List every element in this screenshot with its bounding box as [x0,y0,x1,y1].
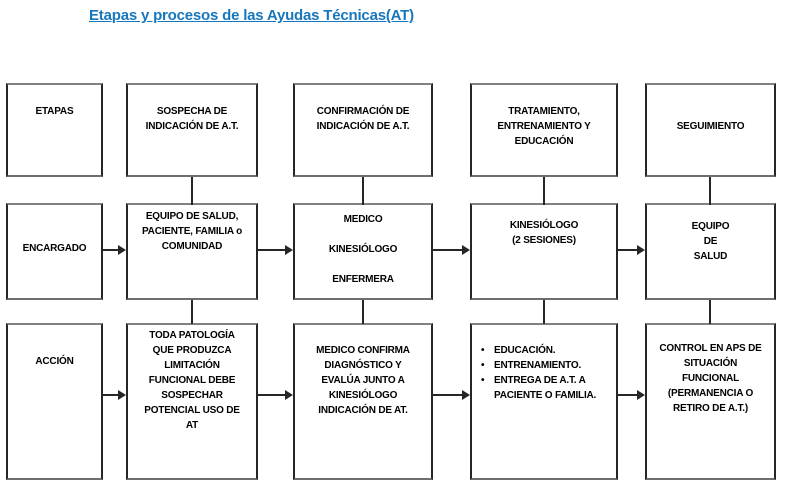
row-label-box-encargado: ENCARGADO [6,203,103,300]
list-item: EDUCACIÓN. [481,343,612,358]
header-box-confirmacion: CONFIRMACIÓN DE INDICACIÓN DE A.T. [293,83,433,177]
bullet-icon [481,373,494,388]
arrow-right-icon [103,245,126,255]
list-item-text: ENTREGA DE A.T. A PACIENTE O FAMILIA. [494,375,597,401]
action-treatment-list: EDUCACIÓN. ENTRENAMIENTO. ENTREGA DE A.T… [472,343,616,403]
encargado-box-seguimiento: EQUIPO DE SALUD [645,203,776,300]
connector-encargado-accion-tratamiento [543,300,545,324]
list-item-text: EDUCACIÓN. [494,345,556,356]
encargado-box-sospecha: EQUIPO DE SALUD, PACIENTE, FAMILIA o COM… [126,203,258,300]
accion-box-seguimiento: CONTROL EN APS DE SITUACIÓN FUNCIONAL (P… [645,323,776,480]
connector-header-seguimiento [709,177,711,205]
header-box-seguimiento: SEGUIMIENTO [645,83,776,177]
arrow-right-icon [258,390,293,400]
arrow-right-icon [258,245,293,255]
connector-encargado-accion-sospecha [191,300,193,324]
connector-header-sospecha [191,177,193,205]
header-box-etapas: ETAPAS [6,83,103,177]
row-label-box-accion: ACCIÓN [6,323,103,480]
accion-box-tratamiento: EDUCACIÓN. ENTRENAMIENTO. ENTREGA DE A.T… [470,323,618,480]
list-item: ENTRENAMIENTO. [481,358,612,373]
header-label-confirmacion: CONFIRMACIÓN DE INDICACIÓN DE A.T. [316,106,410,132]
connector-encargado-accion-seguimiento [709,300,711,324]
row-label-encargado: ENCARGADO [22,243,87,254]
encargado-text-sospecha: EQUIPO DE SALUD, PACIENTE, FAMILIA o COM… [141,211,243,252]
header-label-seguimiento: SEGUIMIENTO [676,121,745,132]
connector-header-confirmacion [362,177,364,205]
connector-header-tratamiento [543,177,545,205]
encargado-box-confirmacion: MEDICO KINESIÓLOGO ENFERMERA [293,203,433,300]
arrow-right-icon [103,390,126,400]
row-label-accion: ACCIÓN [35,356,74,367]
encargado-text-tratamiento: KINESIÓLOGO (2 SESIONES) [509,220,579,246]
list-item-text: ENTRENAMIENTO. [494,360,582,371]
header-box-tratamiento: TRATAMIENTO, ENTRENAMIENTO Y EDUCACIÓN [470,83,618,177]
diagram-title: Etapas y procesos de las Ayudas Técnicas… [89,7,414,24]
accion-box-confirmacion: MEDICO CONFIRMA DIAGNÓSTICO Y EVALÚA JUN… [293,323,433,480]
header-label-tratamiento: TRATAMIENTO, ENTRENAMIENTO Y EDUCACIÓN [497,106,591,147]
encargado-box-tratamiento: KINESIÓLOGO (2 SESIONES) [470,203,618,300]
bullet-icon [481,358,494,373]
header-label-etapas: ETAPAS [35,106,74,117]
header-box-sospecha: SOSPECHA DE INDICACIÓN DE A.T. [126,83,258,177]
list-item: ENTREGA DE A.T. A PACIENTE O FAMILIA. [481,373,612,403]
accion-text-sospecha: TODA PATOLOGÍA QUE PRODUZCA LIMITACIÓN F… [144,330,240,431]
bullet-icon [481,343,494,358]
arrow-right-icon [618,245,645,255]
encargado-text-confirmacion: MEDICO KINESIÓLOGO ENFERMERA [328,214,398,285]
connector-encargado-accion-confirmacion [362,300,364,324]
header-label-sospecha: SOSPECHA DE INDICACIÓN DE A.T. [145,106,239,132]
accion-text-seguimiento: CONTROL EN APS DE SITUACIÓN FUNCIONAL (P… [659,343,762,414]
arrow-right-icon [433,245,470,255]
arrow-right-icon [433,390,470,400]
encargado-text-seguimiento: EQUIPO DE SALUD [691,221,730,262]
accion-text-confirmacion: MEDICO CONFIRMA DIAGNÓSTICO Y EVALÚA JUN… [316,345,410,416]
arrow-right-icon [618,390,645,400]
accion-box-sospecha: TODA PATOLOGÍA QUE PRODUZCA LIMITACIÓN F… [126,323,258,480]
